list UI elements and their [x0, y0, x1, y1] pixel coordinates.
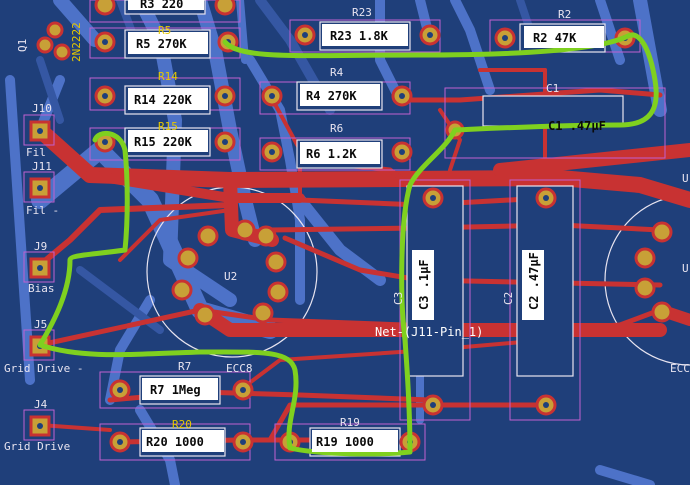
- r4-label[interactable]: R4 270K: [306, 89, 357, 103]
- c2-value[interactable]: C2 .47µF: [527, 252, 541, 310]
- j4-ref: J4: [34, 398, 48, 411]
- pads: [36, 0, 673, 453]
- j5-ref: J5: [34, 318, 47, 331]
- u-right-silk-ref: U: [682, 262, 689, 275]
- j4-name: Grid Drive: [4, 440, 70, 453]
- u2-part-label: ECC8: [226, 362, 253, 375]
- net-label[interactable]: Net-(J11-Pin_1): [375, 325, 483, 339]
- r5-label[interactable]: R5 270K: [136, 37, 187, 51]
- j11-ref: J11: [32, 160, 52, 173]
- c3-value[interactable]: C3 .1µF: [417, 259, 431, 310]
- j11-name: Fil -: [26, 204, 59, 217]
- value-label-backgrounds: [128, 0, 604, 452]
- r6-silk-ref: R6: [330, 122, 343, 135]
- j5-name: Grid Drive -: [4, 362, 83, 375]
- green-annotation-wires: [37, 32, 659, 457]
- r14-silk-ref: R14: [158, 70, 178, 83]
- c3-silk-ref: C3: [392, 292, 405, 305]
- r2-label[interactable]: R2 47K: [533, 31, 577, 45]
- r6-label[interactable]: R6 1.2K: [306, 147, 357, 161]
- c1-value[interactable]: C1 .47µF: [548, 119, 606, 133]
- r15-label[interactable]: R15 220K: [134, 135, 193, 149]
- r4-silk-ref: R4: [330, 66, 344, 79]
- pad-holes: [37, 32, 628, 445]
- q1-ref: Q1: [16, 39, 29, 52]
- r23-silk-ref: R23: [352, 6, 372, 19]
- j9-name: Bias: [28, 282, 55, 295]
- r3-label: R3 220: [140, 0, 183, 11]
- r20-label[interactable]: R20 1000: [146, 435, 204, 449]
- r5-silk-ref: R5: [158, 24, 171, 37]
- j10-name: Fil: [26, 146, 46, 159]
- r19-silk-ref: R19: [340, 416, 360, 429]
- u-right-socket-outline: [604, 194, 690, 366]
- u-right-part-label: ECC: [670, 362, 690, 375]
- q1-part: 2N2222: [70, 22, 83, 62]
- r20-silk-ref: R20: [172, 418, 192, 431]
- r7-label[interactable]: R7 1Meg: [150, 383, 201, 397]
- c1-silk-ref: C1: [546, 82, 559, 95]
- j10-ref: J10: [32, 102, 52, 115]
- c2-silk-ref: C2: [502, 292, 515, 305]
- u2-silk-ref: U2: [224, 270, 237, 283]
- r2-silk-ref: R2: [558, 8, 571, 21]
- r15-silk-ref: R15: [158, 120, 178, 133]
- u-right-top-label: U: [682, 172, 689, 185]
- r23-label[interactable]: R23 1.8K: [330, 29, 389, 43]
- r14-label[interactable]: R14 220K: [134, 93, 193, 107]
- r19-label[interactable]: R19 1000: [316, 435, 374, 449]
- j9-ref: J9: [34, 240, 47, 253]
- r7-silk-ref: R7: [178, 360, 191, 373]
